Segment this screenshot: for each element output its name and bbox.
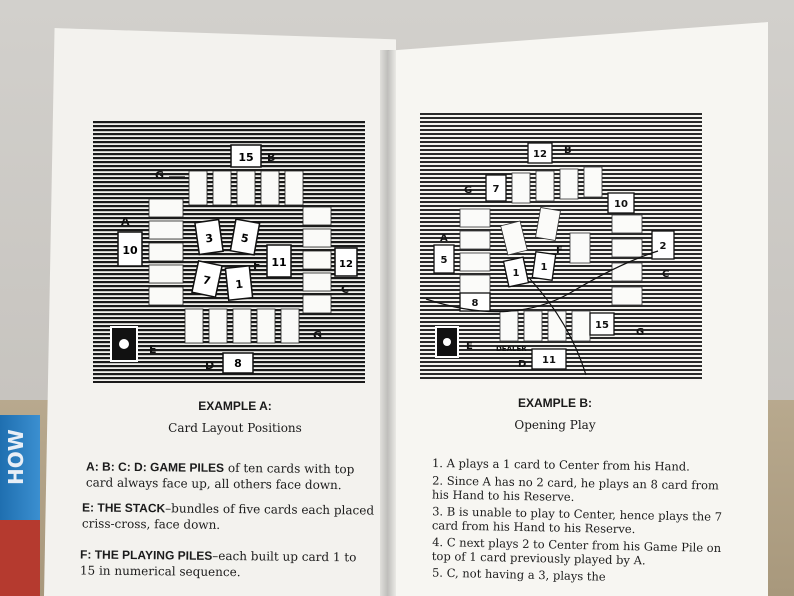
diagram-b-card-5 <box>433 244 455 274</box>
diagram-a-card-3-label: 3 <box>205 232 214 246</box>
book-gutter <box>380 50 396 596</box>
diagram-b-card-1a-label: 1 <box>513 268 520 279</box>
diagram-a-label-f: F <box>253 259 261 272</box>
diagram-b-card-7 <box>485 174 507 202</box>
diagram-a-card-7: 7 <box>191 259 223 299</box>
diagram-a-label-b: B <box>267 151 275 164</box>
step-3: 3. B is unable to play to Center, hence … <box>431 504 723 537</box>
diagram-b-label-c: C <box>662 269 669 280</box>
diagram-a-label-a: A <box>121 215 130 228</box>
diagram-a-card-15: 15 <box>230 144 262 168</box>
term-the-stack: E: THE STACK <box>82 500 166 516</box>
diagram-a-card-1-label: 1 <box>235 278 244 292</box>
diagram-b-label-g: G <box>464 185 472 196</box>
diagram-b-card-7-label: 7 <box>493 184 500 195</box>
paragraph-the-stack: E: THE STACK–bundles of five cards each … <box>82 499 374 534</box>
diagram-b-card-5-label: 5 <box>441 255 448 266</box>
diagram-a-card-8-label: 8 <box>234 357 242 370</box>
diagram-b-card-1b <box>531 251 557 281</box>
term-game-piles: A: B: C: D: GAME PILES <box>86 459 225 475</box>
diagram-a-card-7-label: 7 <box>202 273 212 287</box>
diagram-b-card-10-label: 10 <box>614 199 628 210</box>
diagram-b-card-12 <box>527 142 553 164</box>
diagram-a-stack <box>110 326 138 362</box>
diagram-b-card-12-label: 12 <box>533 149 547 160</box>
example-a-subtitle: Card Layout Positions <box>168 421 302 435</box>
diagram-a-label-g: G <box>155 169 164 182</box>
paragraph-playing-piles: F: THE PLAYING PILES–each built up card … <box>80 546 372 581</box>
diagram-b-label-dealer: DEALER <box>496 345 527 353</box>
diagram-a-label-c: C <box>341 283 349 296</box>
diagram-b-label-b: B <box>564 145 572 156</box>
diagram-b-label-f: F <box>556 245 563 256</box>
diagram-a-card-8: 8 <box>222 352 254 374</box>
diagram-b-label-e: E <box>466 341 473 352</box>
diagram-b-card-8-label: 8 <box>472 298 479 309</box>
diagram-a-card-11: 11 <box>266 244 292 278</box>
diagram-a-card-10: 10 <box>117 231 143 267</box>
diagram-a-card-3: 3 <box>194 218 224 256</box>
diagram-b-card-15-label: 15 <box>595 320 609 331</box>
example-b-title: EXAMPLE B: <box>517 396 592 410</box>
diagram-b-card-2-label: 2 <box>660 241 667 252</box>
example-b-subtitle: Opening Play <box>514 418 596 432</box>
diagram-b-divider-2 <box>529 278 587 376</box>
diagram-b-label-a: A <box>440 233 448 244</box>
diagram-b-card-2 <box>651 230 675 260</box>
paragraph-game-piles: A: B: C: D: GAME PILES of ten cards with… <box>86 458 376 493</box>
diagram-a-card-5: 5 <box>229 218 261 256</box>
term-playing-piles: F: THE PLAYING PILES <box>80 547 213 563</box>
diagram-a-card-5-label: 5 <box>240 231 250 245</box>
diagram-b-card-11-label: 11 <box>542 355 556 366</box>
diagram-b-card-1b-label: 1 <box>541 262 548 273</box>
diagram-b-card-15 <box>589 312 615 336</box>
diagram-a-label-g2: G <box>313 329 322 342</box>
diagram-b-card-11 <box>531 348 567 370</box>
diagram-b-card-1a <box>502 256 530 288</box>
diagram-a-label-e: E <box>149 343 157 356</box>
diagram-a-card-10-label: 10 <box>122 244 138 257</box>
diagram-example-a: 15 10 12 8 3 5 11 7 1 A B C D E F <box>93 121 365 383</box>
diagram-b-label-d: D <box>518 359 526 370</box>
diagram-a-card-12-label: 12 <box>339 259 353 270</box>
diagram-b-stack-emblem <box>443 338 451 346</box>
diagram-a-card-15-label: 15 <box>238 151 253 164</box>
example-a-title: EXAMPLE A: <box>198 399 272 413</box>
diagram-a-stack-emblem <box>119 339 129 349</box>
book-spine-text: HOW <box>4 429 28 485</box>
red-book <box>0 520 40 596</box>
diagram-b-divider-1 <box>425 250 659 313</box>
diagram-b-card-10 <box>607 192 635 214</box>
diagram-b-card-8 <box>459 292 491 312</box>
diagram-a-card-11-label: 11 <box>271 256 286 269</box>
diagram-a-card-12: 12 <box>334 247 358 277</box>
step-2: 2. Since A has no 2 card, he plays an 8 … <box>431 473 720 504</box>
diagram-a-label-d: D <box>205 359 214 372</box>
diagram-example-b: 12 7 10 5 2 1 1 8 15 11 A B C D E F G G … <box>420 113 702 381</box>
diagram-b-label-g2: G <box>636 327 644 338</box>
diagram-a-card-1: 1 <box>224 265 254 301</box>
